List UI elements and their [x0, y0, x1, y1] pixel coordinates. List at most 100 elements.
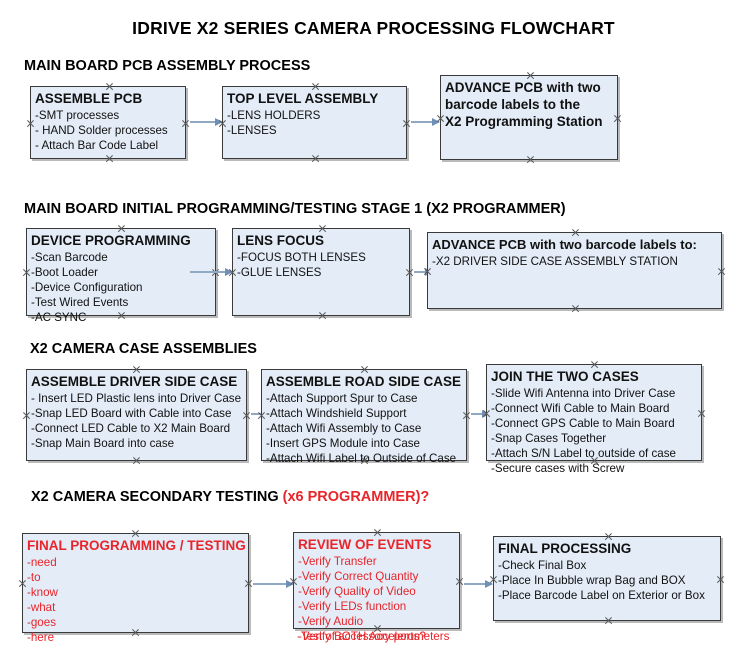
box-line: -Attach Support Spur to Case [266, 392, 418, 405]
box-line: -Connect GPS Cable to Main Board [491, 417, 675, 430]
resize-handle-bottom[interactable] [105, 154, 114, 163]
resize-handle-top[interactable] [132, 365, 141, 374]
box-line: - Insert LED Plastic lens into Driver Ca… [31, 392, 242, 405]
connector-final-programming-to-review-of-events [253, 579, 294, 588]
box-title: FINAL PROCESSING [498, 541, 632, 556]
connector-device-programming-to-lens-focus [190, 267, 233, 276]
resize-handle-top[interactable] [604, 532, 613, 541]
box-line-overflow-review-of-events: -Test of accessory ports? [297, 630, 426, 643]
resize-handle-right[interactable] [697, 409, 706, 418]
box-top-level-assembly[interactable]: TOP LEVEL ASSEMBLY -LENS HOLDERS -LENSES [222, 86, 407, 159]
resize-handle-top[interactable] [105, 82, 114, 91]
box-advance-pcb-to-x2-programming-station[interactable]: ADVANCE PCB with two barcode labels to t… [440, 75, 618, 160]
resize-handle-left[interactable] [26, 119, 35, 128]
box-title: FINAL PROGRAMMING / TESTING [27, 538, 246, 553]
resize-handle-top[interactable] [117, 224, 126, 233]
box-line: -goes [27, 616, 57, 629]
box-line: -LENSES [227, 124, 277, 137]
box-line: -FOCUS BOTH LENSES [237, 251, 366, 264]
box-line: -GLUE LENSES [237, 266, 322, 279]
box-line: -Device Configuration [31, 281, 143, 294]
box-line: -Verify LEDs function [298, 600, 407, 613]
box-line: -Verify Transfer [298, 555, 377, 568]
box-line: -to [27, 571, 41, 584]
box-title: ADVANCE PCB with two barcode labels to: [432, 237, 697, 252]
box-assemble-road-side-case[interactable]: ASSEMBLE ROAD SIDE CASE -Attach Support … [261, 369, 467, 465]
box-assemble-pcb[interactable]: ASSEMBLE PCB -SMT processes - HAND Solde… [30, 86, 186, 159]
box-line: -what [27, 601, 56, 614]
section-heading-text: X2 CAMERA CASE ASSEMBLIES [30, 341, 257, 357]
box-title: ASSEMBLE PCB [35, 91, 143, 106]
connector-review-of-events-to-final-processing [464, 579, 493, 588]
box-final-processing[interactable]: FINAL PROCESSING -Check Final Box -Place… [493, 536, 721, 621]
box-line: X2 Programming Station [445, 114, 603, 129]
box-title: TOP LEVEL ASSEMBLY [227, 91, 379, 106]
resize-handle-left[interactable] [18, 579, 27, 588]
resize-handle-top[interactable] [373, 528, 382, 537]
box-line: -Snap Main Board into case [31, 437, 175, 450]
section-heading-text: MAIN BOARD PCB ASSEMBLY PROCESS [24, 58, 311, 74]
resize-handle-right[interactable] [613, 114, 622, 123]
resize-handle-bottom[interactable] [604, 616, 613, 625]
resize-handle-right[interactable] [181, 119, 190, 128]
box-line: -Connect LED Cable to X2 Main Board [31, 422, 231, 435]
resize-handle-bottom[interactable] [526, 155, 535, 164]
resize-handle-right[interactable] [717, 267, 726, 276]
box-line: - HAND Solder processes [35, 124, 168, 137]
resize-handle-right[interactable] [242, 411, 251, 420]
box-device-programming[interactable]: DEVICE PROGRAMMING -Scan Barcode -Boot L… [26, 228, 216, 324]
section-heading-main-board-initial-programming: MAIN BOARD INITIAL PROGRAMMING/TESTING S… [24, 201, 566, 217]
section-heading-x2-camera-secondary-testing: X2 CAMERA SECONDARY TESTING (x6 PROGRAMM… [31, 489, 429, 505]
box-line: -Snap Cases Together [491, 432, 607, 445]
box-line: -Snap LED Board with Cable into Case [31, 407, 232, 420]
resize-handle-bottom[interactable] [571, 304, 580, 313]
box-line: -Verify Audio [298, 615, 364, 628]
connector-top-level-assembly-to-advance-pcb [411, 117, 440, 126]
box-final-programming-testing[interactable]: FINAL PROGRAMMING / TESTING -need -to -k… [22, 533, 249, 644]
resize-handle-top[interactable] [571, 228, 580, 237]
resize-handle-top[interactable] [526, 71, 535, 80]
resize-handle-top[interactable] [131, 529, 140, 538]
box-line: -Attach Wifi Label to Outside of Case [266, 452, 457, 465]
resize-handle-top[interactable] [311, 82, 320, 91]
box-advance-pcb-to-driver-side-case-assembly[interactable]: ADVANCE PCB with two barcode labels to: … [427, 232, 722, 309]
box-line: -Test Wired Events [31, 296, 129, 309]
box-line: -here [27, 631, 55, 644]
box-join-the-two-cases[interactable]: JOIN THE TWO CASES -Slide Wifi Antenna i… [486, 364, 702, 475]
resize-handle-right[interactable] [455, 577, 464, 586]
box-assemble-driver-side-case[interactable]: ASSEMBLE DRIVER SIDE CASE - Insert LED P… [26, 369, 247, 461]
resize-handle-bottom[interactable] [132, 456, 141, 465]
resize-handle-right[interactable] [405, 268, 414, 277]
section-heading-x2-camera-case-assemblies: X2 CAMERA CASE ASSEMBLIES [30, 341, 257, 357]
resize-handle-right[interactable] [244, 579, 253, 588]
box-line: -Attach Windshield Support [266, 407, 407, 420]
box-title: ASSEMBLE ROAD SIDE CASE [266, 374, 462, 389]
box-line: -Check Final Box [498, 559, 587, 572]
resize-handle-left[interactable] [22, 411, 31, 420]
box-title: DEVICE PROGRAMMING [31, 233, 191, 248]
box-line: -Secure cases with Screw [491, 462, 625, 475]
section-heading-main-board-pcb-assembly: MAIN BOARD PCB ASSEMBLY PROCESS [24, 58, 310, 74]
box-line: -Verify BOTH Accelerometers [298, 630, 450, 643]
box-lens-focus[interactable]: LENS FOCUS -FOCUS BOTH LENSES -GLUE LENS… [232, 228, 410, 316]
resize-handle-top[interactable] [318, 224, 327, 233]
box-title: ASSEMBLE DRIVER SIDE CASE [31, 374, 238, 389]
box-line: - Attach Bar Code Label [35, 139, 159, 152]
resize-handle-right[interactable] [462, 411, 471, 420]
resize-handle-top[interactable] [360, 365, 369, 374]
resize-handle-right[interactable] [716, 575, 725, 584]
resize-handle-bottom[interactable] [311, 154, 320, 163]
resize-handle-right[interactable] [402, 119, 411, 128]
resize-handle-bottom[interactable] [318, 311, 327, 320]
box-title: LENS FOCUS [237, 233, 325, 248]
resize-handle-left[interactable] [22, 268, 31, 277]
box-review-of-events[interactable]: REVIEW OF EVENTS -Verify Transfer -Verif… [293, 532, 460, 643]
resize-handle-top[interactable] [590, 360, 599, 369]
section-heading-text: X2 CAMERA SECONDARY TESTING [31, 489, 283, 505]
box-line: barcode labels to the [445, 97, 581, 112]
box-title: ADVANCE PCB with two [445, 80, 601, 95]
box-line: -Verify Quality of Video [298, 585, 416, 598]
box-line: -Attach S/N Label to outside of case [491, 447, 676, 460]
box-title: REVIEW OF EVENTS [298, 537, 432, 552]
